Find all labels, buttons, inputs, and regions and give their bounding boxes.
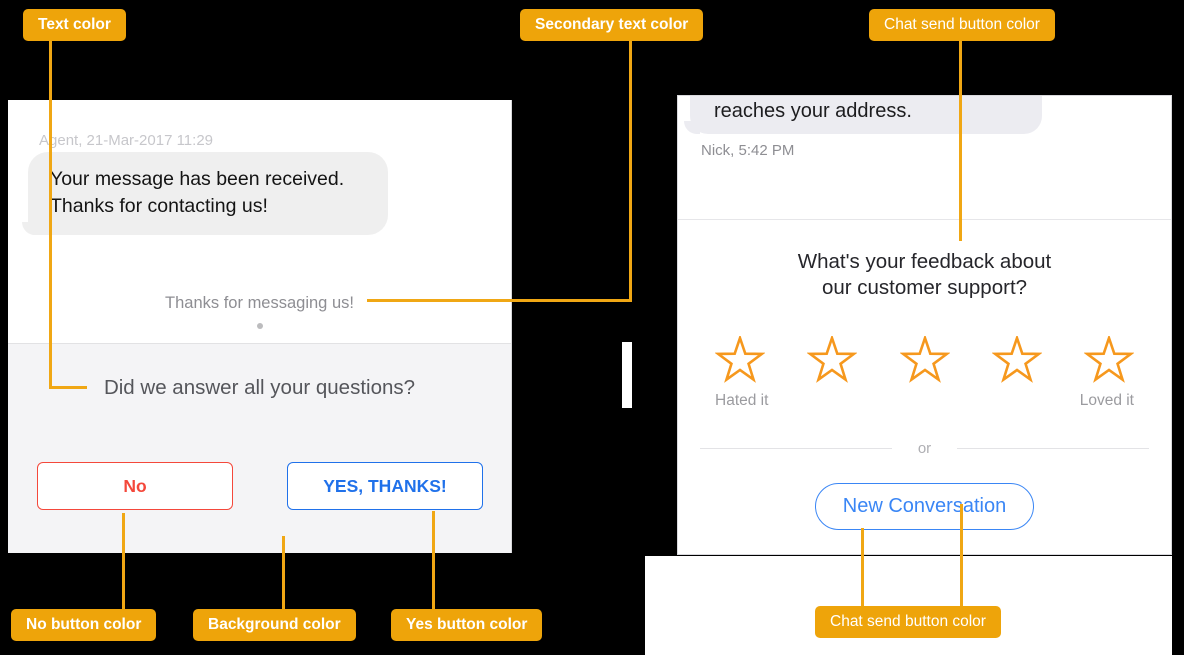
star-row xyxy=(678,333,1171,384)
agent-message-meta: Agent, 21-Mar-2017 11:29 xyxy=(39,132,214,149)
connector-secondary-text xyxy=(629,41,632,302)
callout-chat-send-button-bottom: Chat send button color xyxy=(815,606,1001,638)
chat-panel-feedback: reaches your address. Nick, 5:42 PM What… xyxy=(677,95,1172,555)
agent-message-fragment: reaches your address. xyxy=(714,100,912,122)
rating-labels: Hated it Loved it xyxy=(678,392,1171,410)
no-button[interactable]: No xyxy=(37,462,233,510)
agent-message-bubble-right: reaches your address. xyxy=(684,96,1042,134)
panel-footer-area xyxy=(645,556,1172,655)
yes-button[interactable]: YES, THANKS! xyxy=(287,462,483,510)
callout-chat-send-button-top: Chat send button color xyxy=(869,9,1055,41)
divider-line-right xyxy=(957,448,1149,449)
callout-secondary-text-color: Secondary text color xyxy=(520,9,704,41)
or-divider: or xyxy=(678,440,1171,457)
connector-chat-send-top xyxy=(959,41,962,241)
question-text: Did we answer all your questions? xyxy=(103,376,416,399)
divider-line-left xyxy=(700,448,892,449)
connector-chat-send-bottom-right xyxy=(960,504,963,607)
agent-message-bubble: Your message has been received. Thanks f… xyxy=(22,152,388,235)
agent-message-text: Your message has been received. Thanks f… xyxy=(50,168,345,217)
callout-text-color: Text color xyxy=(23,9,126,41)
section-divider xyxy=(678,219,1171,220)
chat-panel-questions: Agent, 21-Mar-2017 11:29 Your message ha… xyxy=(8,100,512,553)
feedback-question-line1: What's your feedback about xyxy=(797,250,1052,273)
connector-yes-button xyxy=(432,511,435,610)
callout-no-button-color: No button color xyxy=(11,609,157,641)
connector-text-color-elbow xyxy=(49,386,87,389)
connector-no-button xyxy=(122,513,125,610)
question-section: Did we answer all your questions? No YES… xyxy=(8,343,511,553)
star-icon[interactable] xyxy=(714,333,766,384)
panel-edge-sliver xyxy=(622,342,632,408)
or-text: or xyxy=(917,440,932,457)
rating-high-label: Loved it xyxy=(1079,392,1134,409)
connector-secondary-text-elbow xyxy=(367,299,632,302)
connector-chat-send-bottom-left xyxy=(861,528,864,608)
connector-text-color xyxy=(49,40,52,389)
feedback-question-line2: our customer support? xyxy=(821,276,1028,299)
star-icon[interactable] xyxy=(806,333,858,384)
star-icon[interactable] xyxy=(898,333,951,384)
callout-background-color: Background color xyxy=(193,609,356,641)
secondary-text: Thanks for messaging us! xyxy=(165,294,354,312)
callout-yes-button-color: Yes button color xyxy=(391,609,543,641)
scroll-dot xyxy=(257,323,263,329)
new-conversation-button[interactable]: New Conversation xyxy=(815,483,1034,530)
rating-low-label: Hated it xyxy=(715,392,769,409)
connector-background xyxy=(282,536,285,610)
star-icon[interactable] xyxy=(991,333,1043,384)
agent-message-meta-right: Nick, 5:42 PM xyxy=(701,142,795,159)
star-icon[interactable] xyxy=(1083,333,1135,384)
feedback-question: What's your feedback about our customer … xyxy=(678,249,1171,301)
